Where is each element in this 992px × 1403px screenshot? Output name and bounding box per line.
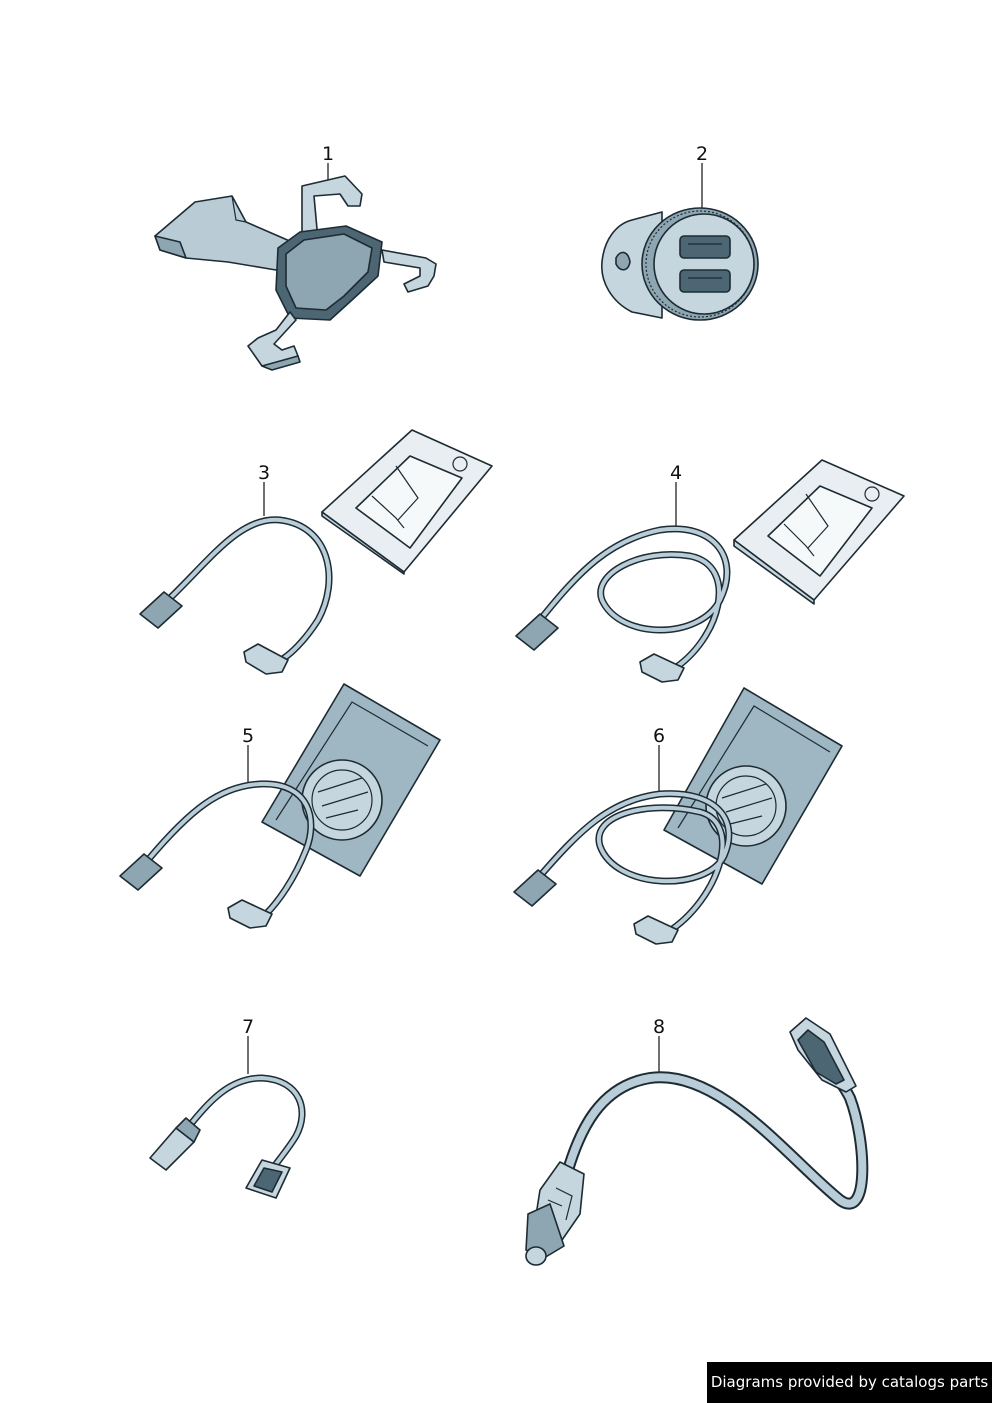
callout-8: 8 <box>653 1016 665 1038</box>
part-8-gooseneck-lamp[interactable]: 8 <box>525 1016 869 1266</box>
callout-2: 2 <box>696 143 708 165</box>
part-3-usb-cable-short[interactable]: 3 <box>139 429 493 675</box>
callout-1: 1 <box>322 143 334 165</box>
part-4-usb-cable-long[interactable]: 4 <box>515 459 905 683</box>
part-1-phone-holder[interactable]: 1 <box>154 143 437 371</box>
callout-6: 6 <box>653 725 665 747</box>
callout-3: 3 <box>258 462 270 484</box>
part-7-usb-extension[interactable]: 7 <box>149 1016 306 1199</box>
part-2-usb-socket[interactable]: 2 <box>601 143 759 321</box>
credit-banner: Diagrams provided by catalogs parts <box>707 1362 992 1403</box>
callout-7: 7 <box>242 1016 254 1038</box>
callout-5: 5 <box>242 725 254 747</box>
part-5-cable-in-bag[interactable]: 5 <box>119 683 441 929</box>
callout-4: 4 <box>670 462 682 484</box>
part-6-long-cable-in-bag[interactable]: 6 <box>513 687 843 945</box>
